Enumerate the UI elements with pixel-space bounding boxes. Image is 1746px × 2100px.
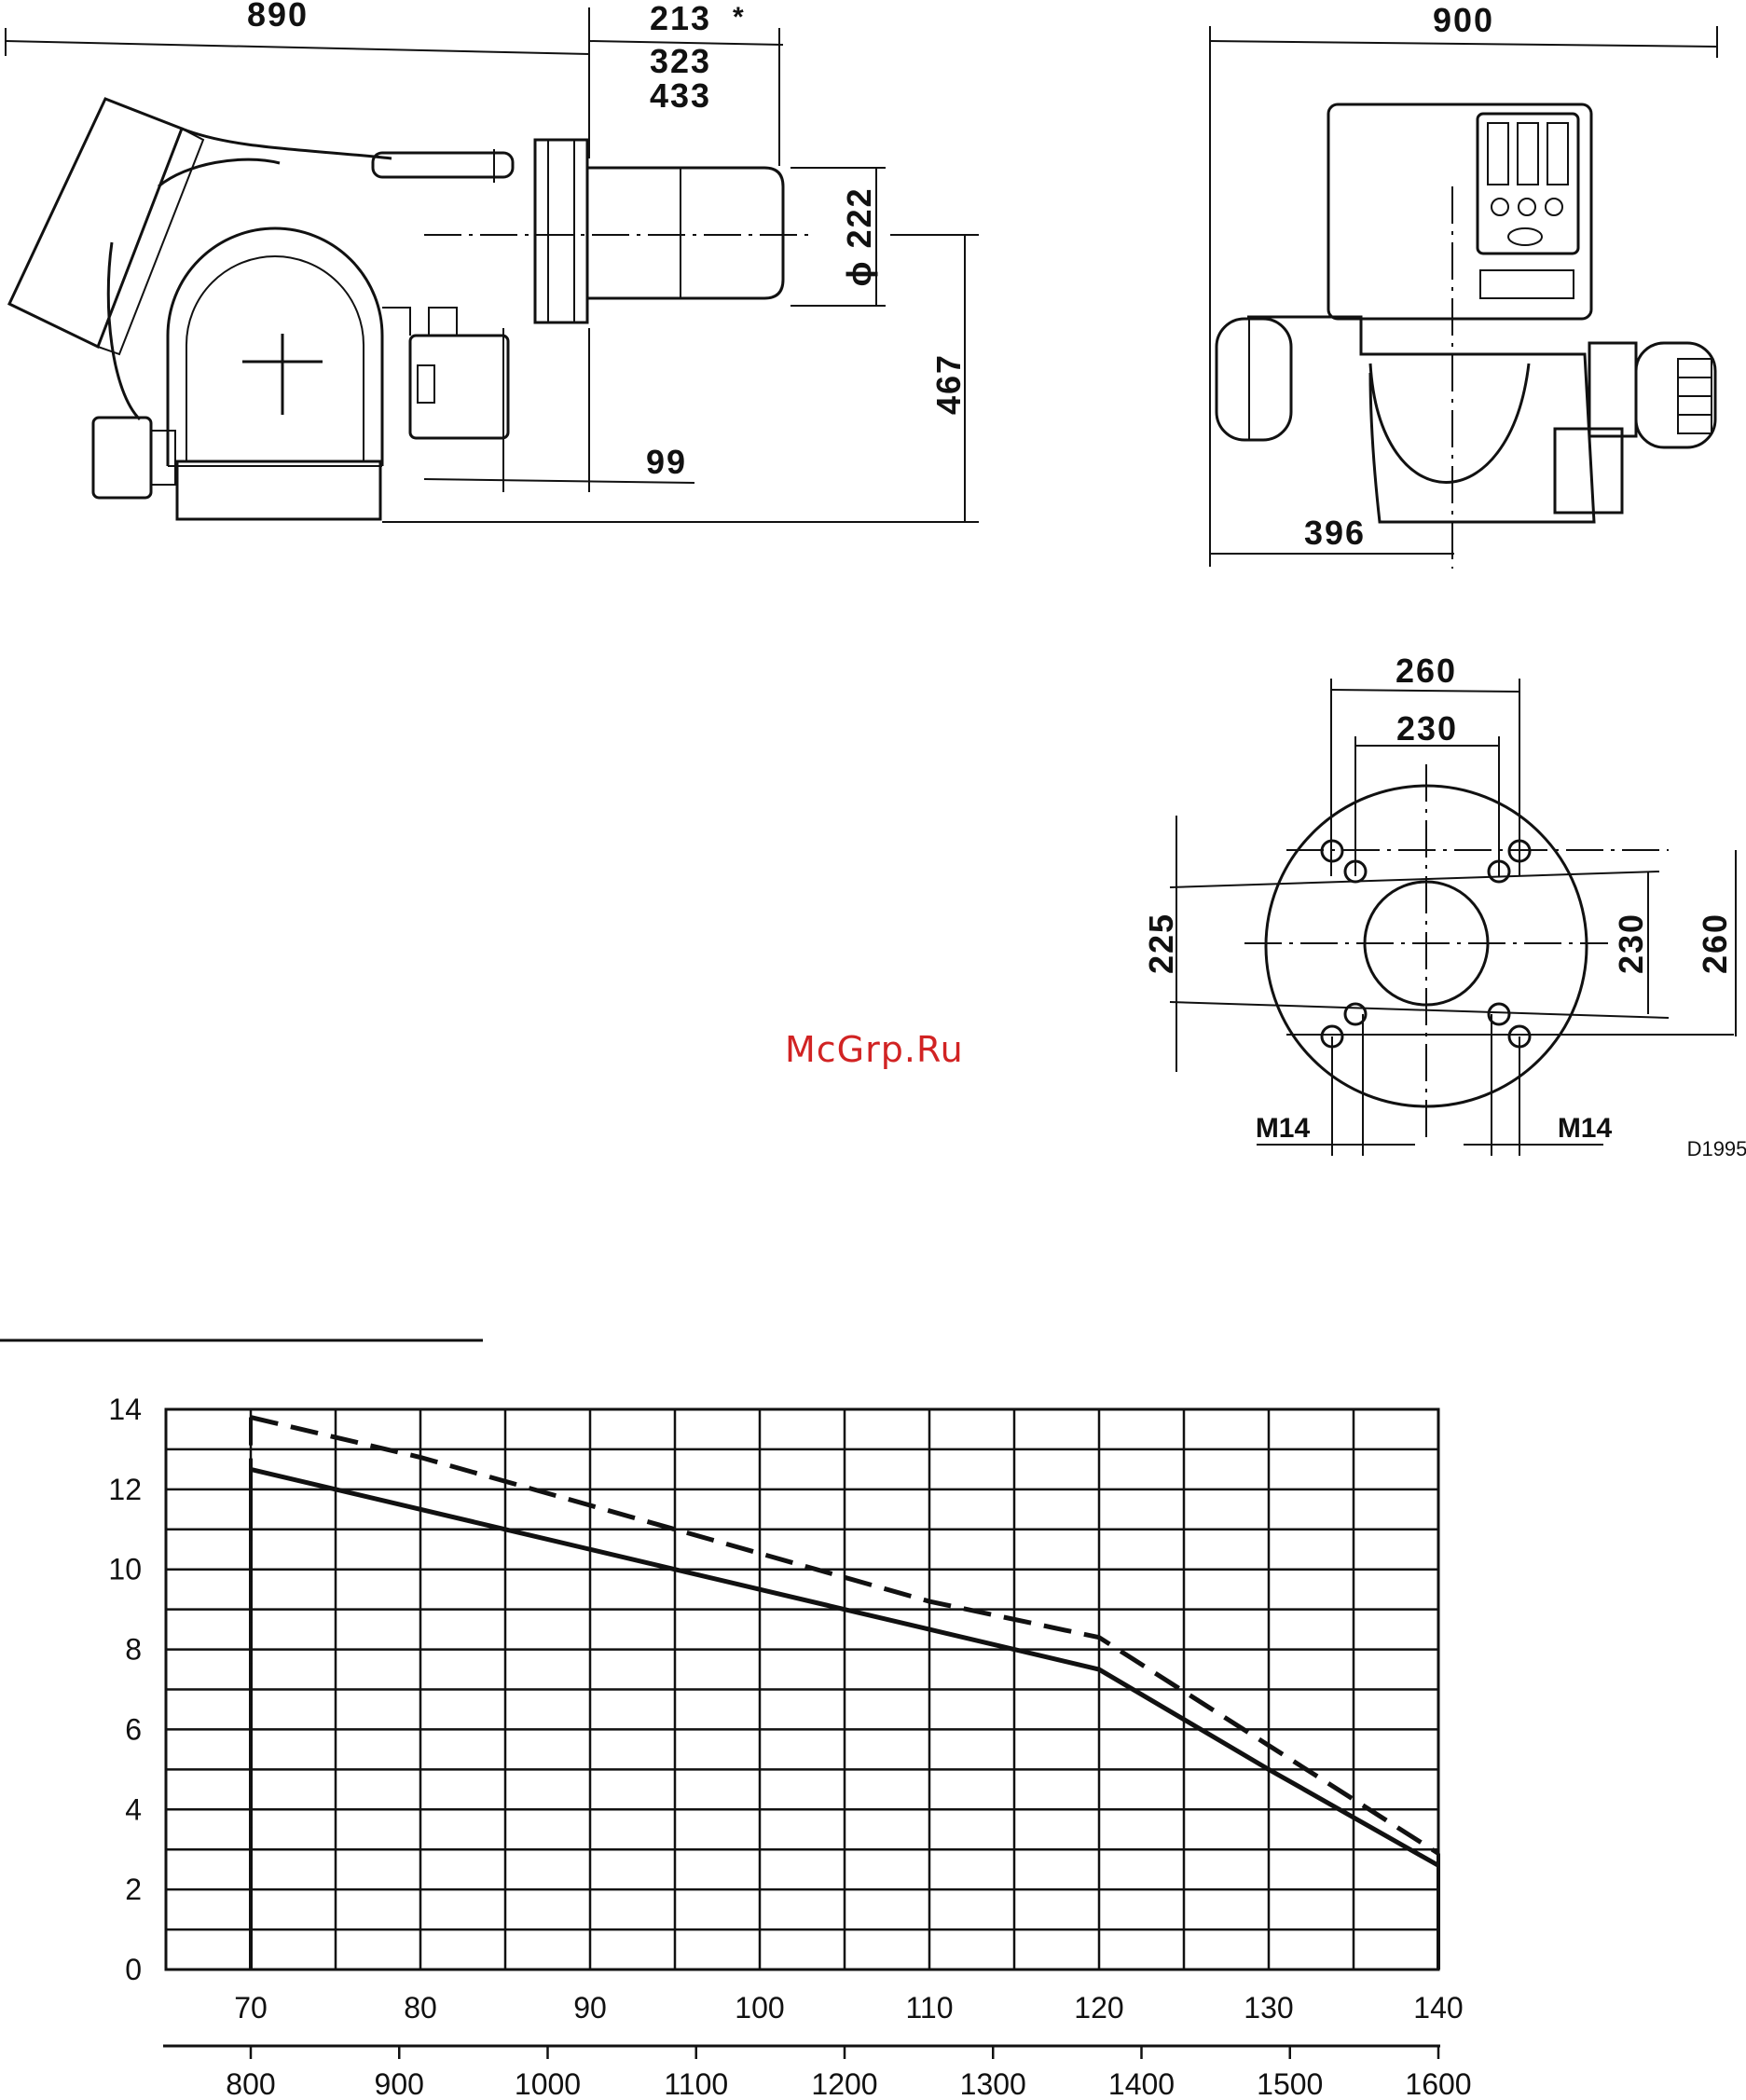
housing-left-curve (108, 242, 140, 419)
y-tick-label: 12 (108, 1473, 142, 1506)
air-damper-rod (373, 153, 513, 177)
dim-line-flange-260-h (1331, 690, 1519, 692)
dim-nozzle-length-3-label: 433 (650, 76, 711, 115)
pump-port (418, 365, 434, 403)
y-tick-label: 14 (108, 1393, 142, 1426)
chart-secondary-x-axis: 800 900 1000 1100 1200 1300 1400 1500 1600 (163, 2046, 1472, 2100)
x-tick-label: 80 (404, 1991, 437, 2025)
dim-axis-offset-label: 396 (1304, 514, 1366, 552)
indicator-slot-2 (1518, 123, 1538, 185)
thread-left-label: M14 (1256, 1113, 1311, 1144)
pump-connector (429, 308, 457, 336)
dim-flange-offset-label: 99 (646, 443, 687, 481)
thread-right-label: M14 (1558, 1113, 1613, 1144)
fan-volute (1370, 364, 1529, 483)
base-plate (177, 461, 380, 519)
watermark-text: McGrp.Ru (785, 1029, 964, 1070)
dim-flange-left-v-label: 225 (1142, 913, 1180, 974)
reset-button-icon (1508, 228, 1542, 245)
mounting-flange (535, 140, 587, 323)
secondary-x-tick-label: 1400 (1108, 2067, 1175, 2100)
oil-pump (410, 336, 508, 438)
front-view: 900 396 (1210, 1, 1717, 569)
y-tick-label: 2 (125, 1873, 142, 1906)
dim-flange-outer-h-label: 260 (1395, 652, 1457, 690)
motor-housing (168, 228, 382, 466)
dim-flange-inner-v-label: 230 (1612, 913, 1650, 974)
control-cabinet (1328, 104, 1591, 319)
dim-flange-outer-v-label: 260 (1696, 913, 1734, 974)
dim-width-label: 900 (1433, 1, 1494, 39)
secondary-x-tick-label: 1300 (960, 2067, 1026, 2100)
chart-y-axis: 0 2 4 6 8 10 12 14 (108, 1393, 142, 1986)
y-tick-label: 4 (125, 1792, 142, 1826)
valve-block-neck (151, 431, 175, 485)
panel-button-2-icon (1519, 199, 1535, 215)
secondary-x-tick-label: 1000 (515, 2067, 581, 2100)
dim-line-overall-length (6, 41, 589, 54)
x-tick-label: 130 (1244, 1991, 1293, 2025)
x-tick-label: 90 (573, 1991, 607, 2025)
y-tick-label: 10 (108, 1553, 142, 1586)
chart-x-axis: 70 80 90 100 110 120 130 140 (234, 1991, 1463, 2025)
x-tick-label: 110 (905, 1991, 953, 2025)
control-box-side (98, 129, 203, 354)
secondary-x-tick-label: 1200 (811, 2067, 877, 2100)
dim-line-width (1210, 41, 1717, 47)
secondary-x-tick-label: 900 (375, 2067, 424, 2100)
blast-tube-end (1217, 319, 1291, 440)
control-box-outline (9, 99, 182, 347)
dim-nozzle-star-label: * (733, 2, 744, 33)
y-tick-label: 0 (125, 1953, 142, 1986)
label-plate (1480, 270, 1574, 298)
dim-nozzle-length-2-label: 323 (650, 42, 711, 80)
side-view: 890 213 * 323 433 (6, 0, 979, 522)
housing-inner-curve (158, 159, 280, 186)
valve-block (93, 418, 151, 498)
pump-bracket (382, 308, 410, 336)
bolt-line-top-inner (1170, 872, 1659, 887)
x-tick-label: 120 (1074, 1991, 1123, 2025)
performance-chart: 0 2 4 6 8 10 12 14 70 80 90 100 110 120 130 140 800 900… (108, 1393, 1471, 2100)
motor-connector (1589, 343, 1636, 436)
indicator-slot-3 (1547, 123, 1568, 185)
housing-top-curve (182, 129, 392, 158)
secondary-x-tick-label: 1600 (1405, 2067, 1471, 2100)
y-tick-label: 8 (125, 1633, 142, 1667)
x-tick-label: 100 (735, 1991, 784, 2025)
dim-overall-length-label: 890 (247, 0, 309, 34)
panel-button-1-icon (1492, 199, 1508, 215)
flange-view: 260 230 225 230 260 M14 (1142, 652, 1746, 1160)
secondary-x-tick-label: 1100 (664, 2067, 728, 2100)
secondary-x-tick-label: 800 (226, 2067, 275, 2100)
dim-nozzle-length-1-label: 213 (650, 0, 711, 37)
y-tick-label: 6 (125, 1712, 142, 1746)
indicator-slot-1 (1488, 123, 1508, 185)
blast-tube (587, 168, 783, 298)
dim-axis-height-label: 467 (929, 353, 968, 415)
dim-nozzle-diameter-label: ϕ 222 (840, 186, 878, 286)
x-tick-label: 70 (234, 1991, 268, 2025)
drawing-code-label: D1995 (1687, 1137, 1746, 1160)
motor-housing-inner (186, 256, 364, 461)
front-body (1247, 317, 1594, 522)
panel-button-3-icon (1546, 199, 1562, 215)
dim-flange-inner-h-label: 230 (1396, 709, 1458, 748)
x-tick-label: 140 (1413, 1991, 1463, 2025)
secondary-x-tick-label: 1500 (1257, 2067, 1323, 2100)
